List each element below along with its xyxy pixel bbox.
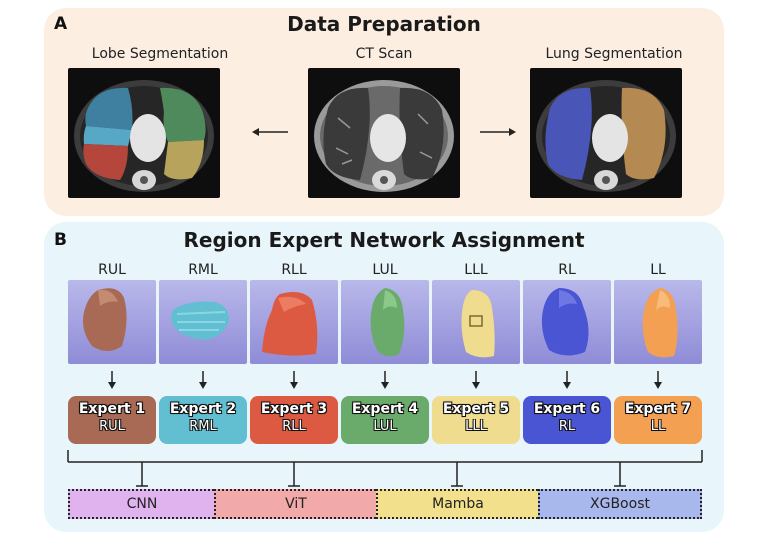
ll-lobe-image [614,280,702,364]
lll-lobe-image [432,280,520,364]
arrow-down-icon [654,371,662,389]
arrow-down-icon [108,371,116,389]
arrow-down-icon [199,371,207,389]
lung-segmentation-label: Lung Segmentation [545,46,683,62]
expert-6-region: RL [558,419,576,434]
rml-lobe-image [159,280,247,364]
lung-segmentation-image [530,68,682,198]
region-label-rll: RLL [281,262,307,278]
expert-1-box: Expert 1 RUL [68,396,156,444]
expert-6-box: Expert 6 RL [523,396,611,444]
expert-1-name: Expert 1 [78,401,146,417]
arrow-down-icon [563,371,571,389]
expert-5-name: Expert 5 [442,401,510,417]
ct-scan-label: CT Scan [355,46,413,62]
region-label-lll: LLL [464,262,488,278]
ct-scan-image [308,68,460,198]
arrow-down-icon [472,371,480,389]
rl-lobe-image [523,280,611,364]
expert-2-region: RML [189,419,217,434]
expert-1-region: RUL [99,419,125,434]
expert-2-box: Expert 2 RML [159,396,247,444]
panel-a-letter: A [54,14,68,34]
expert-7-region: LL [650,419,666,434]
expert-4-box: Expert 4 LUL [341,396,429,444]
arrow-left-icon [252,128,288,136]
expert-7-box: Expert 7 LL [614,396,702,444]
region-label-rul: RUL [98,262,126,278]
panel-b-title: Region Expert Network Assignment [183,228,585,252]
expert-3-region: RLL [282,419,306,434]
arrow-down-icon [381,371,389,389]
region-label-ll: LL [650,262,666,278]
model-mamba: Mamba [376,489,538,519]
rul-lobe-image [68,280,156,364]
expert-3-name: Expert 3 [260,401,328,417]
arrow-down-icon [290,371,298,389]
lobe-segmentation-image [68,68,220,198]
expert-2-name: Expert 2 [169,401,237,417]
lobe-segmentation-label: Lobe Segmentation [91,46,229,62]
expert-5-region: LLL [465,419,487,434]
region-label-rml: RML [188,262,218,278]
model-xgboost: XGBoost [538,489,702,519]
expert-3-box: Expert 3 RLL [250,396,338,444]
expert-7-name: Expert 7 [624,401,692,417]
expert-assignment-panel [44,222,724,532]
expert-4-name: Expert 4 [351,401,419,417]
lul-lobe-image [341,280,429,364]
region-label-rl: RL [558,262,576,278]
expert-5-box: Expert 5 LLL [432,396,520,444]
region-label-lul: LUL [372,262,398,278]
model-cnn: CNN [68,489,214,519]
panel-a-title: Data Preparation [287,12,481,36]
expert-4-region: LUL [373,419,397,434]
rll-lobe-image [250,280,338,364]
expert-6-name: Expert 6 [533,401,601,417]
assignment-bracket [67,450,703,487]
panel-b-letter: B [54,230,67,250]
arrow-right-icon [480,128,516,136]
model-vit: ViT [214,489,376,519]
